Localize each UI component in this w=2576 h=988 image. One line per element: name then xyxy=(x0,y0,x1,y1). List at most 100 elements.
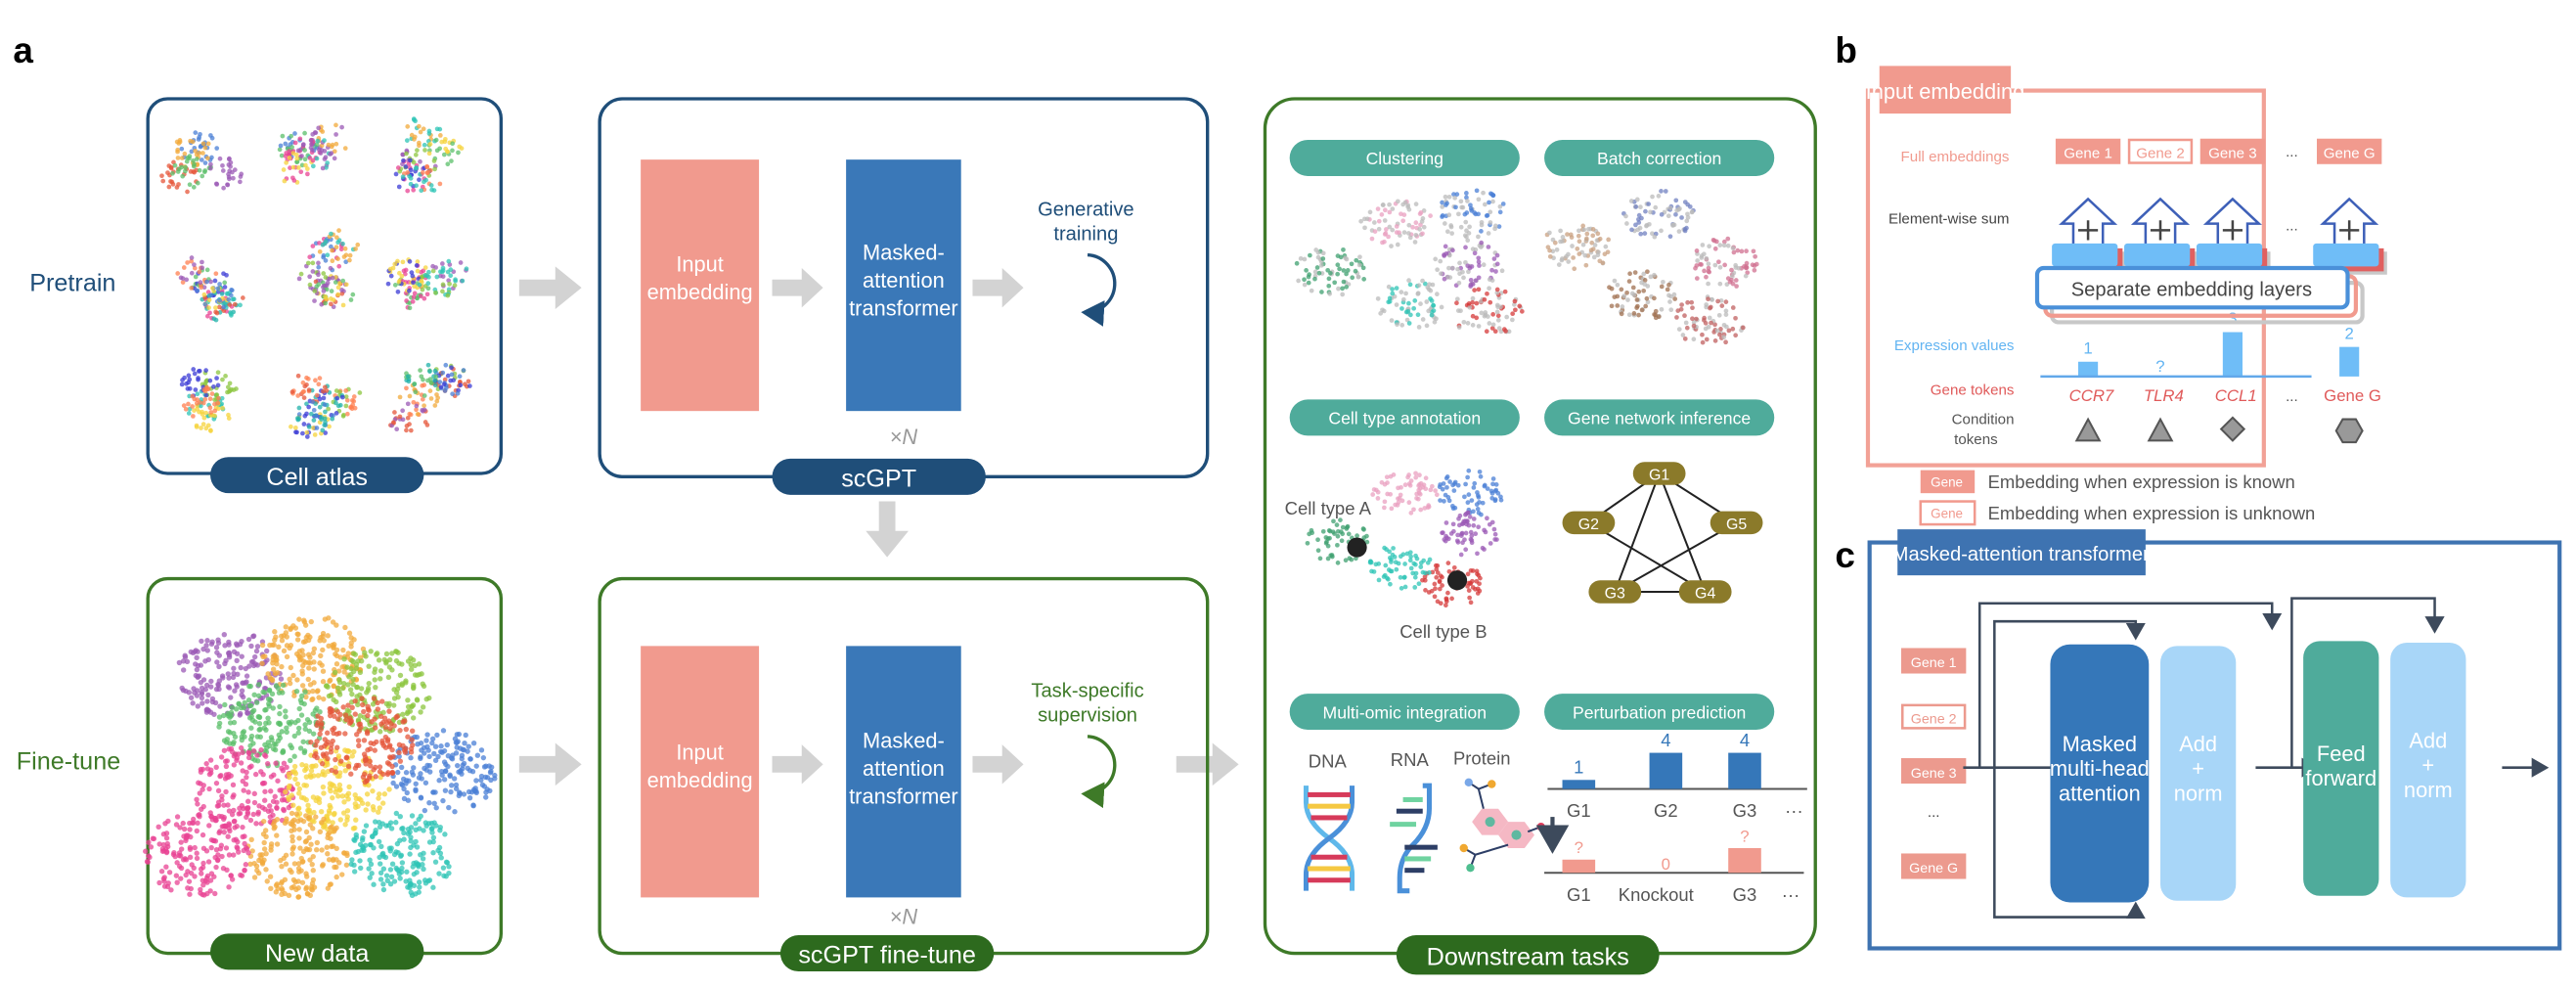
cell-point xyxy=(323,300,329,306)
cell-point xyxy=(1460,269,1465,275)
expression-value: ? xyxy=(2155,357,2164,376)
cell-point xyxy=(208,427,213,433)
cell-point xyxy=(305,676,311,683)
cell-point xyxy=(330,275,335,281)
cell-point xyxy=(336,281,342,286)
cell-point xyxy=(254,758,261,764)
cell-point xyxy=(1492,537,1498,542)
cell-point xyxy=(1396,485,1400,491)
cell-point xyxy=(1413,561,1418,567)
cell-point xyxy=(329,289,334,293)
cell-point xyxy=(225,651,232,656)
cell-point xyxy=(221,271,226,277)
cell-point xyxy=(1648,209,1653,215)
cell-point xyxy=(349,691,355,697)
cell-point xyxy=(316,125,322,131)
cell-point xyxy=(203,368,208,373)
cell-point xyxy=(346,784,352,790)
cell-point xyxy=(205,692,211,698)
cell-point xyxy=(392,410,397,415)
cell-point xyxy=(1388,581,1393,587)
cell-point xyxy=(350,658,357,665)
cell-point xyxy=(1476,211,1481,217)
cell-point xyxy=(1358,218,1363,224)
cell-point xyxy=(1721,243,1727,248)
cell-point xyxy=(1445,590,1450,596)
cell-point xyxy=(226,416,232,421)
cell-point xyxy=(414,844,421,850)
cell-point xyxy=(1320,256,1326,261)
cell-point xyxy=(203,392,209,398)
task-label: Batch correction xyxy=(1597,149,1721,168)
cell-point xyxy=(238,744,244,751)
cell-point xyxy=(418,129,423,135)
cell-point xyxy=(1413,474,1419,480)
cell-point xyxy=(440,370,446,376)
cell-point xyxy=(183,164,189,170)
cell-point xyxy=(239,688,245,694)
cell-point xyxy=(1684,218,1690,224)
cell-point xyxy=(1485,486,1490,491)
cell-point xyxy=(412,662,418,669)
cell-type-a-marker xyxy=(1347,537,1367,558)
cell-point xyxy=(313,742,319,748)
cell-point xyxy=(196,780,201,786)
cell-point xyxy=(1320,250,1326,256)
arrow-down-icon xyxy=(866,501,909,558)
cell-point xyxy=(1478,299,1484,304)
cell-point xyxy=(310,853,316,860)
cell-point xyxy=(199,638,204,645)
cell-point xyxy=(1476,275,1482,281)
cell-point xyxy=(1489,326,1495,331)
cell-point xyxy=(291,827,297,832)
cell-point xyxy=(240,730,245,736)
cell-point xyxy=(1443,538,1448,544)
cell-point xyxy=(1479,310,1485,316)
cell-point xyxy=(248,725,254,731)
cell-point xyxy=(195,391,200,397)
cell-point xyxy=(1447,479,1452,484)
cell-point xyxy=(195,820,200,827)
cell-point xyxy=(300,380,306,385)
ellipsis: ... xyxy=(2286,388,2298,405)
cell-point xyxy=(325,633,331,639)
cell-point xyxy=(216,714,223,720)
cell-point xyxy=(1584,231,1590,237)
cell-point xyxy=(382,744,389,750)
cell-point xyxy=(386,708,392,714)
cell-point xyxy=(1420,577,1425,583)
cell-point xyxy=(408,834,414,840)
cell-point xyxy=(340,278,346,284)
cell-point xyxy=(417,140,422,146)
cell-point xyxy=(1381,574,1387,579)
cell-point xyxy=(405,697,411,703)
cell-point xyxy=(399,661,405,667)
cell-point xyxy=(1645,269,1650,275)
cell-point xyxy=(1336,286,1341,292)
cell-point xyxy=(416,879,422,885)
cell-point xyxy=(321,289,327,293)
cell-point xyxy=(408,181,414,187)
cell-point xyxy=(312,289,318,293)
cell-point xyxy=(284,818,289,825)
cell-point xyxy=(1488,209,1493,215)
cell-point xyxy=(271,772,277,778)
cell-point xyxy=(1338,517,1343,522)
cell-point xyxy=(319,847,325,853)
cell-point xyxy=(1554,247,1560,252)
cell-point xyxy=(1476,287,1482,292)
cell-point xyxy=(1456,211,1461,217)
cell-point xyxy=(314,739,320,744)
cell-point xyxy=(1399,498,1405,504)
cell-point xyxy=(403,726,409,733)
cell-point xyxy=(447,281,452,287)
cell-point xyxy=(223,788,229,795)
masked-attention-block xyxy=(2050,644,2150,903)
cell-point xyxy=(408,157,413,163)
cell-point xyxy=(1431,308,1437,313)
cell-point xyxy=(1494,287,1500,292)
cell-point xyxy=(307,822,313,828)
cell-point xyxy=(232,167,238,172)
